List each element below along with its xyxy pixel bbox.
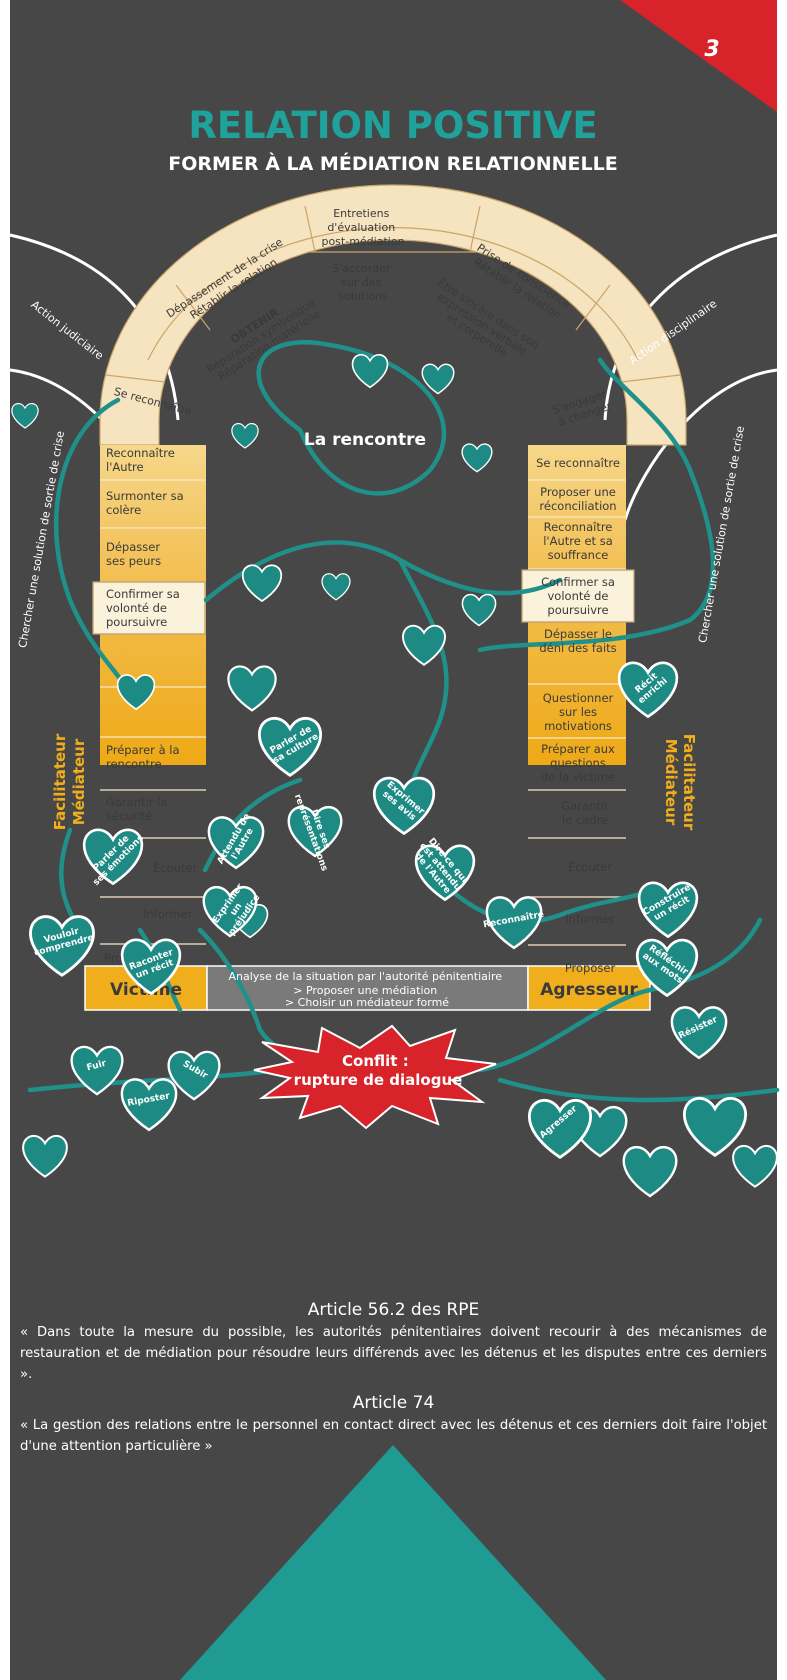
conflict-label: Conflit : rupture de dialogue bbox=[294, 1052, 463, 1089]
leaf-recit-enrichi: Récitenrichi bbox=[617, 661, 679, 718]
vines bbox=[27, 340, 780, 1103]
article-1-body: « Dans toute la mesure du possible, les … bbox=[20, 1325, 767, 1382]
page-number: 3 bbox=[704, 37, 719, 62]
leaf-vouloir-comprendre: Vouloircomprendre bbox=[29, 915, 95, 977]
page-number-badge bbox=[620, 0, 777, 112]
right-step-proposer: Proposer bbox=[565, 961, 616, 975]
article-2-title: Article 74 bbox=[352, 1393, 435, 1413]
aggressor-label: Agresseur bbox=[540, 980, 638, 1000]
right-facilitator-label: Médiateur Facilitateur bbox=[662, 734, 698, 831]
article-2-body: « La gestion des relations entre le pers… bbox=[20, 1418, 767, 1454]
leaf-exprimer-avis: Exprimerses avis bbox=[372, 776, 436, 835]
bottom-triangle bbox=[180, 1445, 606, 1680]
analysis-text: Analyse de la situation par l'autorité p… bbox=[229, 970, 506, 1009]
svg-text:Récitenrichi: Récitenrichi bbox=[629, 668, 669, 707]
leaf-resister: Résister bbox=[670, 1006, 728, 1060]
article-1-title: Article 56.2 des RPE bbox=[307, 1300, 480, 1320]
left-confirm-box bbox=[92, 581, 206, 635]
left-step-ecouter: Écouter bbox=[153, 860, 197, 875]
left-facilitator-label: Facilitateur Médiateur bbox=[51, 733, 88, 830]
leaf-riposter: Riposter bbox=[120, 1078, 178, 1132]
svg-text:Médiateur: Médiateur bbox=[70, 738, 88, 825]
leaf-agresser: Agresser bbox=[527, 1098, 593, 1159]
left-step-informer: Informer bbox=[143, 907, 193, 921]
svg-text:Facilitateur: Facilitateur bbox=[51, 733, 69, 830]
right-step-informer: Informer bbox=[565, 912, 615, 926]
arch-dividers bbox=[105, 205, 681, 383]
analysis-box bbox=[206, 965, 529, 1011]
leaf-raconter-recit: Raconterun récit bbox=[120, 938, 182, 995]
arch-top-center: Entretiens d'évaluation post-médiation bbox=[321, 207, 404, 248]
page-title: RELATION POSITIVE bbox=[188, 104, 597, 147]
left-outer-curve bbox=[9, 233, 180, 421]
page-subtitle: FORMER À LA MÉDIATION RELATIONNELLE bbox=[168, 152, 617, 175]
right-confirm-box bbox=[521, 569, 635, 623]
svg-text:Facilitateur: Facilitateur bbox=[680, 734, 698, 831]
right-column-dividers bbox=[528, 479, 626, 946]
leaf-subir: Subir bbox=[167, 1050, 221, 1101]
right-step-ecouter: Écouter bbox=[568, 859, 612, 874]
conflict-burst bbox=[253, 1024, 497, 1130]
right-outer-curve bbox=[603, 233, 778, 421]
arch-band bbox=[99, 184, 687, 446]
leaf-fuir: Fuir bbox=[70, 1045, 124, 1096]
articles-section: Article 56.2 des RPE « Dans toute la mes… bbox=[20, 1300, 767, 1465]
leaf-reconnaitre: Reconnaître bbox=[483, 895, 545, 950]
right-step-se-reconnaitre: Se reconnaître bbox=[536, 456, 620, 470]
leaf-construire-recit: Construireun récit bbox=[637, 881, 699, 938]
svg-text:Raconterun récit: Raconterun récit bbox=[128, 947, 178, 982]
arch-center-lower: S'accorder sur des solutions bbox=[332, 262, 394, 303]
center-label: La rencontre bbox=[304, 430, 426, 450]
leaf-reflechir-mots: Réfléchiraux mots bbox=[635, 938, 699, 997]
left-column-dividers bbox=[100, 479, 206, 945]
svg-text:Médiateur: Médiateur bbox=[662, 739, 680, 826]
